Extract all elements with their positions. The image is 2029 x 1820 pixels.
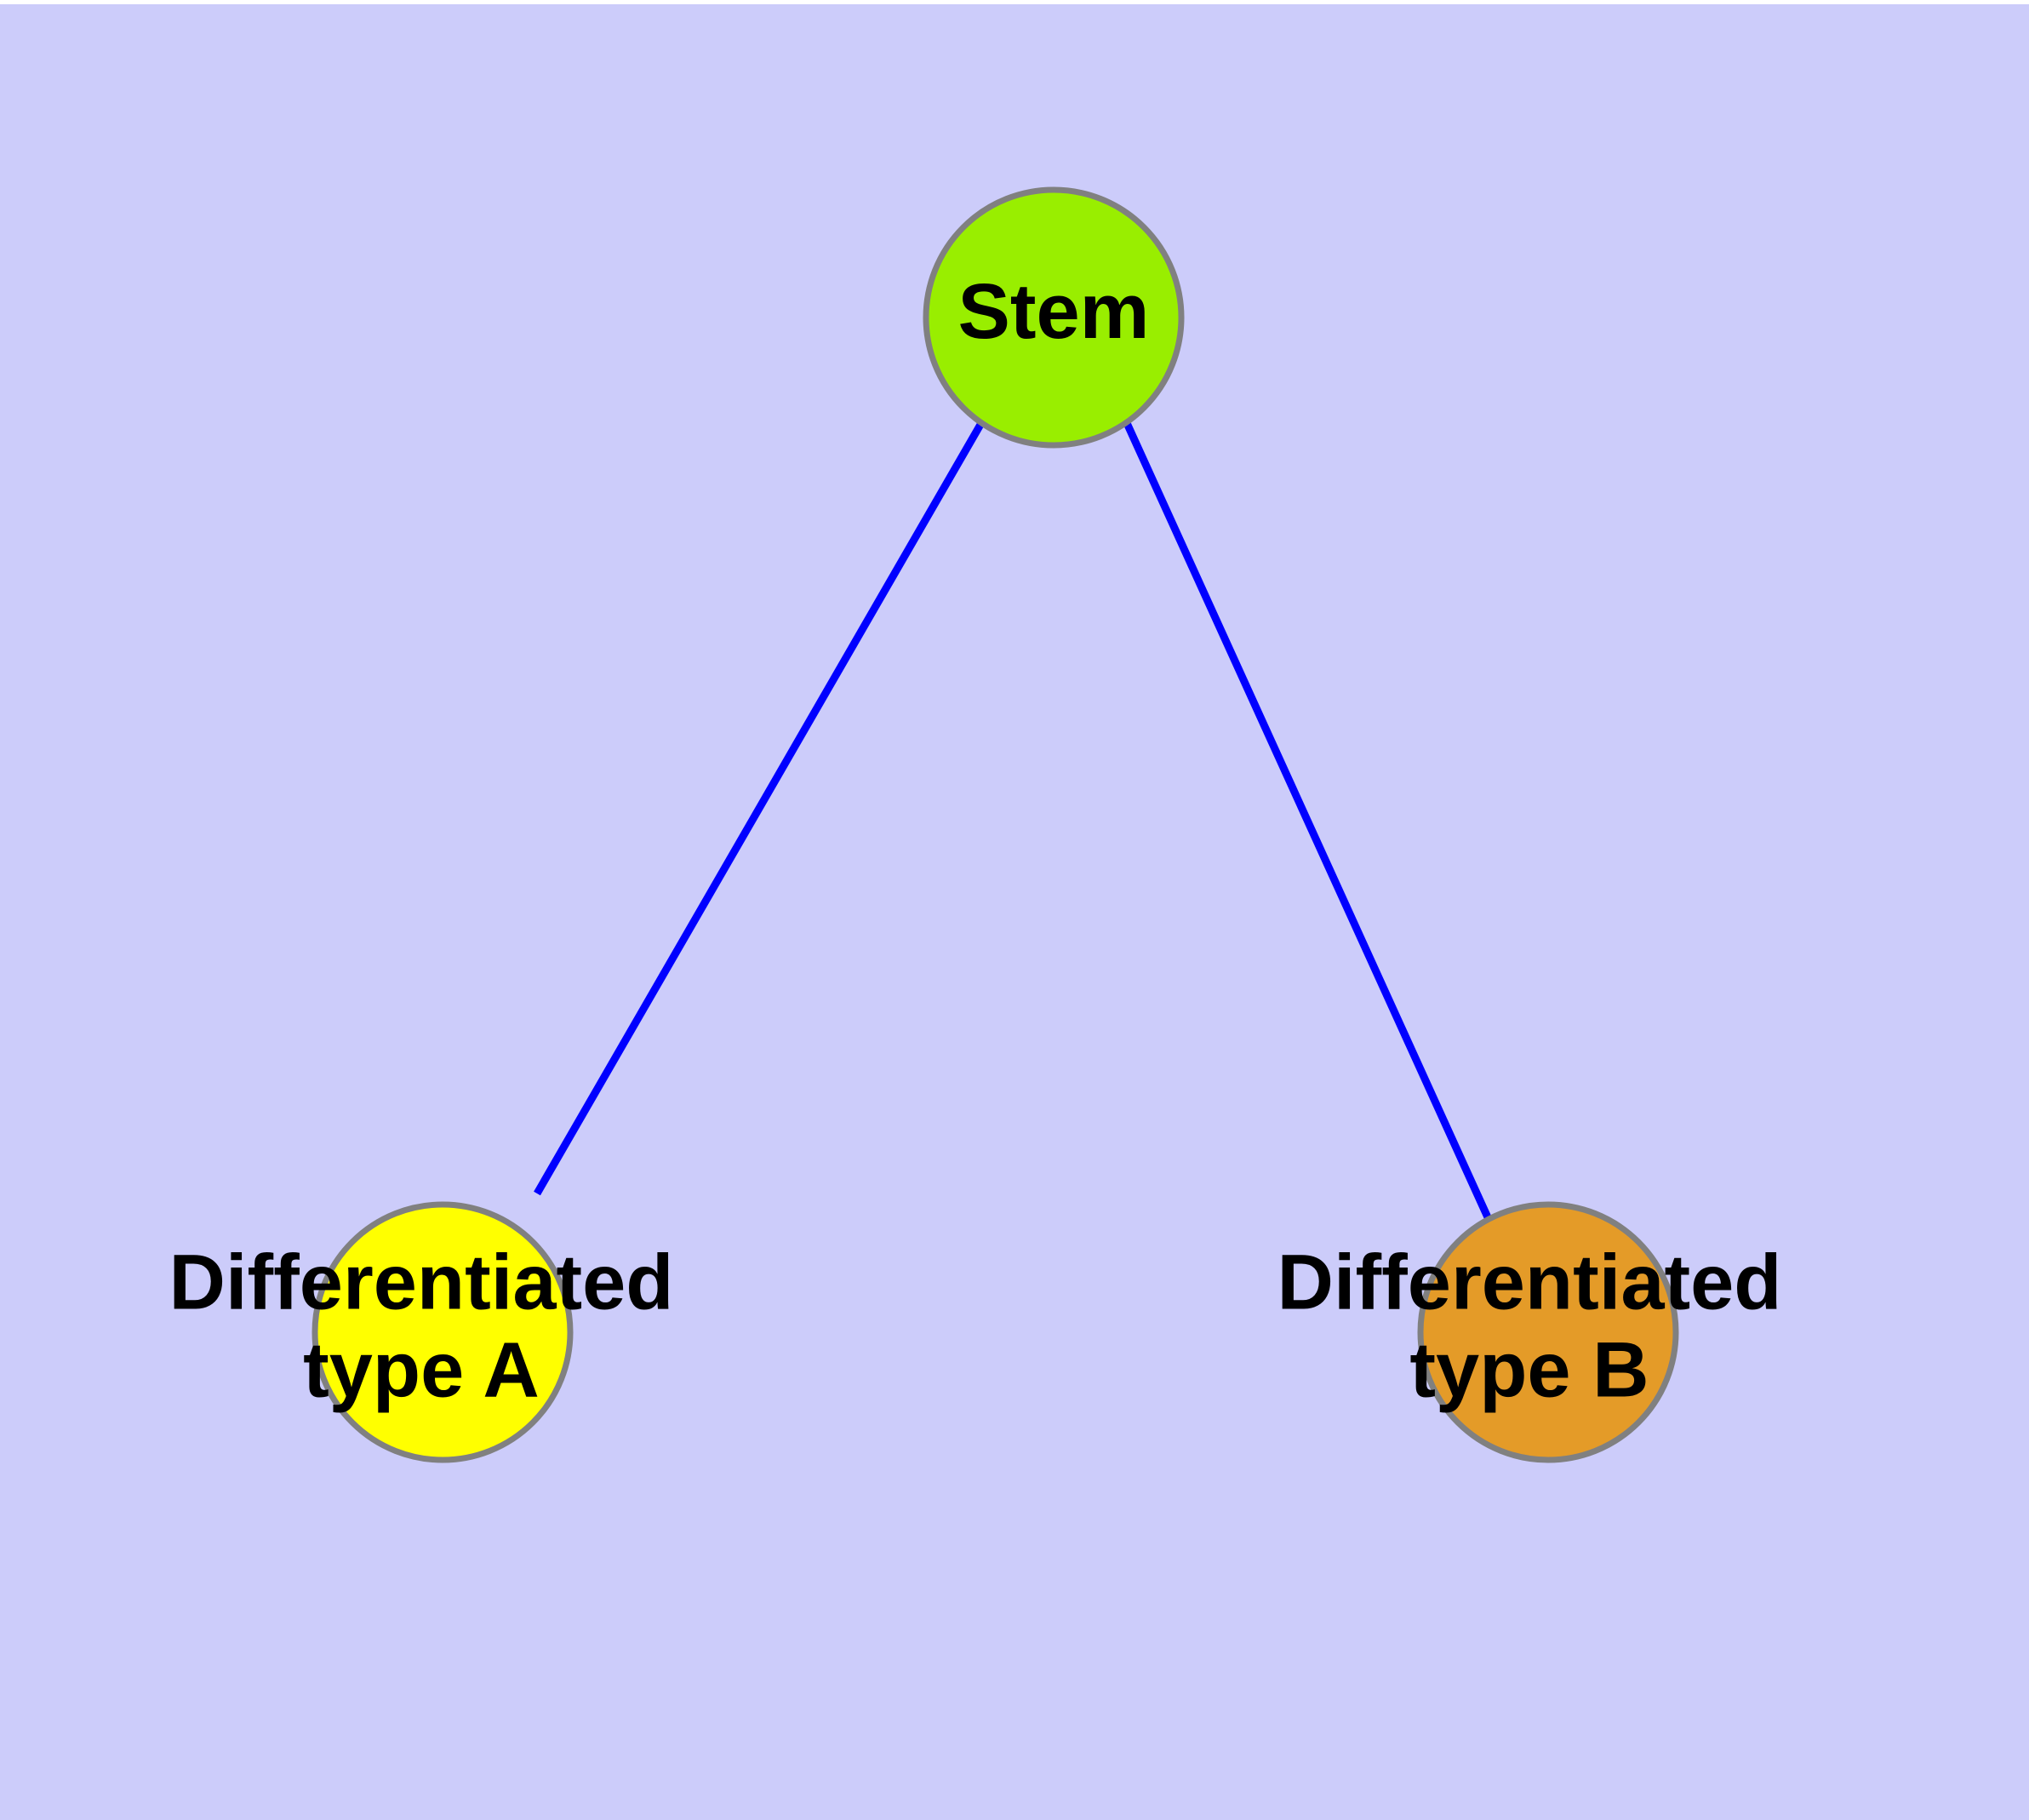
label-line: Differentiated [1277, 1239, 1782, 1326]
label-line: Differentiated [169, 1239, 674, 1326]
graph-node-diff_b[interactable] [1417, 1201, 1679, 1463]
label-line: type B [1409, 1327, 1649, 1414]
nodes-layer [311, 186, 1679, 1463]
label-line: Stem [958, 268, 1150, 355]
graph-node-label-stem: Stem [958, 268, 1150, 355]
graph-node-diff_a[interactable] [311, 1201, 574, 1463]
graph-edge-stem-to-diff_b [1123, 421, 1496, 1228]
graph-node-stem[interactable] [923, 186, 1185, 449]
label-line: type A [303, 1327, 540, 1414]
edges-layer [534, 421, 1496, 1228]
graph-edge-stem-to-diff_a [534, 421, 985, 1196]
